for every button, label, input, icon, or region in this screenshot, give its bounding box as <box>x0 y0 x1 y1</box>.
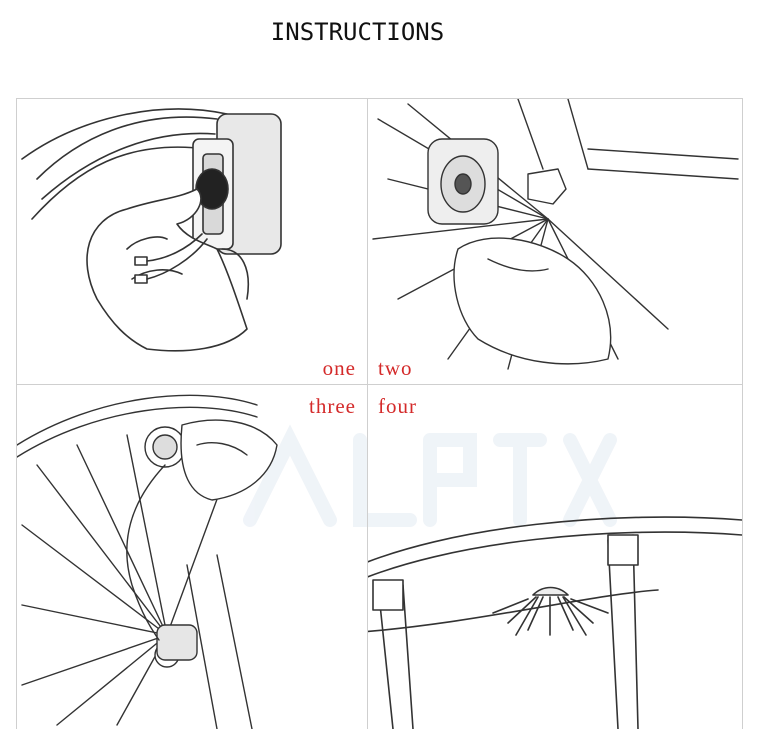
step-four-illustration <box>368 516 742 729</box>
step-three-illustration <box>17 394 278 729</box>
page-title: INSTRUCTIONS <box>270 18 445 46</box>
step-label-one: one <box>322 356 356 380</box>
grid-divider-vertical <box>367 98 368 729</box>
step-label-three: three <box>309 394 356 418</box>
instructions-grid <box>16 98 743 729</box>
grid-divider-horizontal <box>16 384 743 385</box>
step-two-illustration <box>372 99 739 370</box>
step-label-two: two <box>378 356 413 380</box>
step-label-four: four <box>378 394 417 418</box>
step-one-illustration <box>21 108 282 352</box>
